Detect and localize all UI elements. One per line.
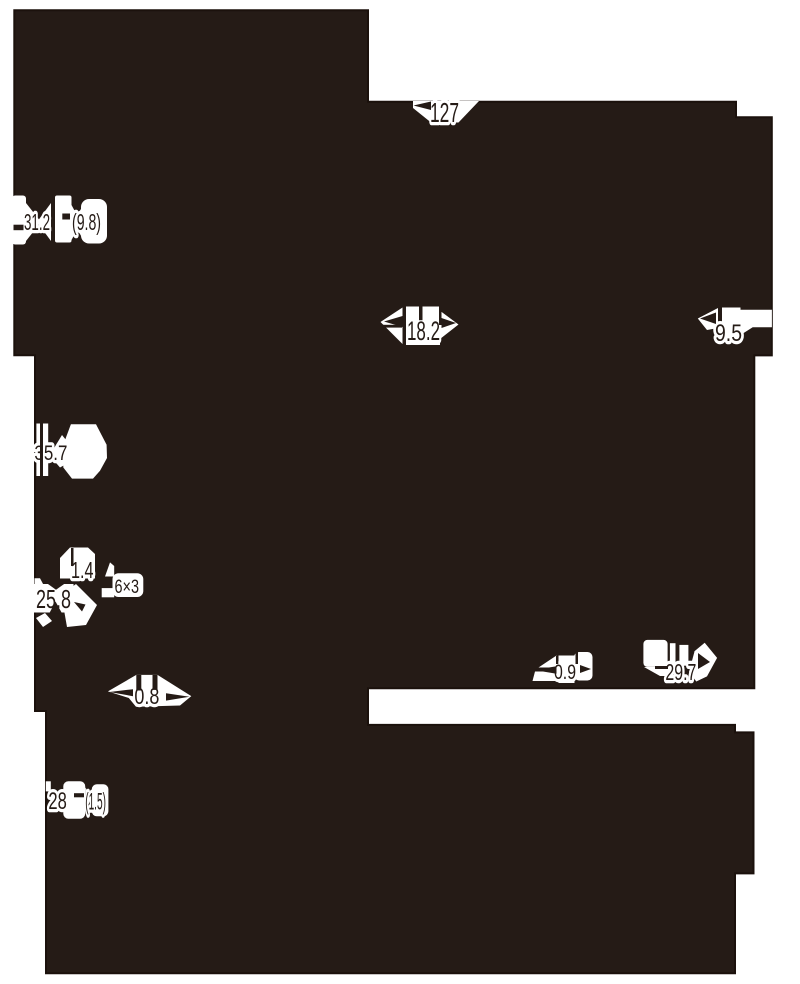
svg-text:29.7: 29.7 bbox=[665, 659, 696, 685]
svg-text:25.8: 25.8 bbox=[36, 586, 71, 614]
svg-text:0.8: 0.8 bbox=[134, 683, 159, 709]
svg-text:35.7: 35.7 bbox=[34, 440, 67, 465]
svg-text:(9.8): (9.8) bbox=[72, 209, 101, 235]
svg-text:(1.5): (1.5) bbox=[85, 789, 106, 816]
svg-text:28: 28 bbox=[48, 788, 66, 815]
svg-text:28: 28 bbox=[48, 788, 66, 815]
svg-text:127: 127 bbox=[430, 97, 459, 128]
svg-text:31.2: 31.2 bbox=[24, 209, 50, 235]
svg-text:0.9: 0.9 bbox=[554, 660, 576, 684]
svg-text:(1.5): (1.5) bbox=[85, 789, 106, 816]
svg-text:29.7: 29.7 bbox=[665, 659, 696, 685]
svg-text:18.2: 18.2 bbox=[407, 316, 440, 346]
svg-text:1.4: 1.4 bbox=[71, 557, 94, 583]
svg-text:9.5: 9.5 bbox=[715, 320, 742, 347]
svg-text:9.5: 9.5 bbox=[715, 320, 742, 347]
svg-text:(9.8): (9.8) bbox=[72, 209, 101, 235]
svg-text:31.2: 31.2 bbox=[24, 209, 50, 235]
svg-text:6×3: 6×3 bbox=[115, 577, 140, 598]
svg-text:6×3: 6×3 bbox=[115, 577, 140, 598]
svg-text:127: 127 bbox=[430, 97, 459, 128]
svg-text:18.2: 18.2 bbox=[407, 316, 440, 346]
svg-text:35.7: 35.7 bbox=[34, 440, 67, 465]
